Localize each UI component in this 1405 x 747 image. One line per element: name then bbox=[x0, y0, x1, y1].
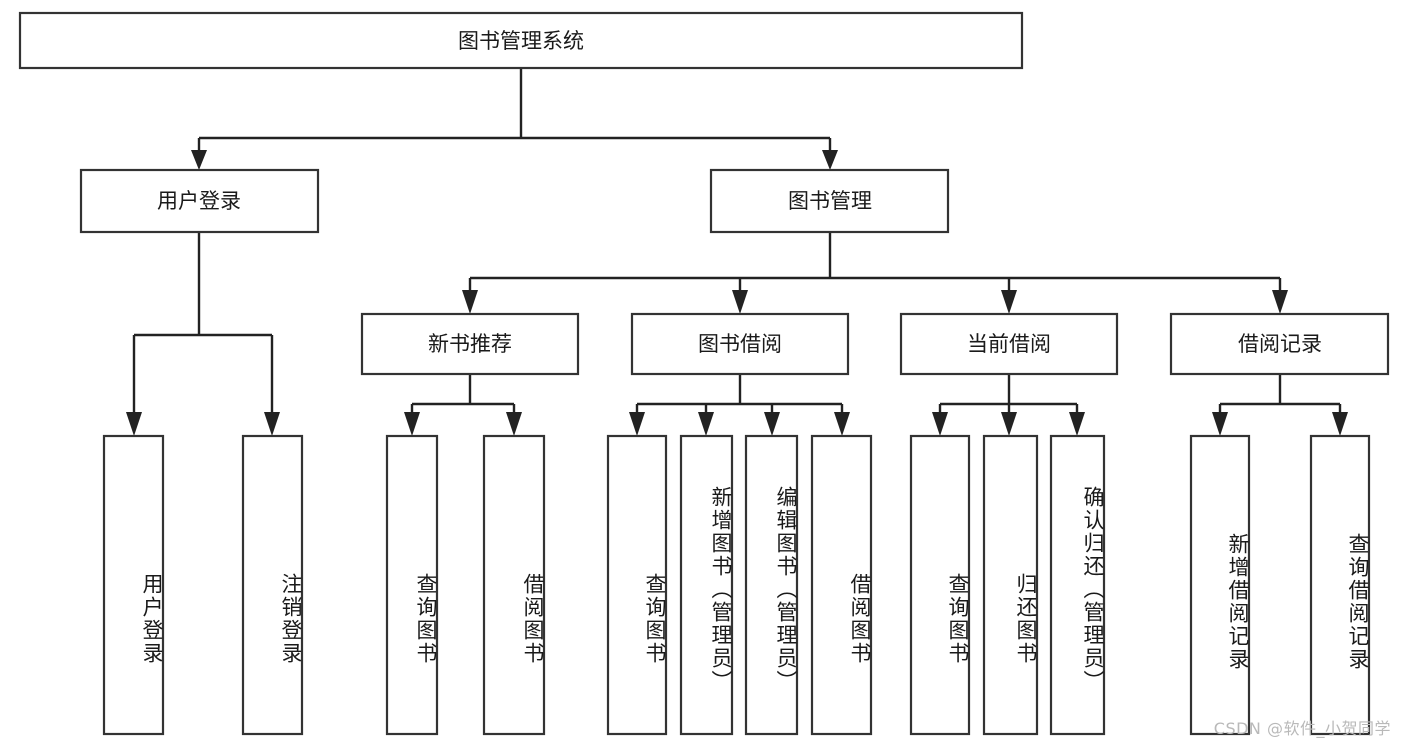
arrow-to-new-book-rec bbox=[462, 290, 478, 314]
node-leaf-return-book[interactable] bbox=[982, 434, 1039, 736]
node-leaf-borrow-book-1[interactable] bbox=[482, 434, 546, 736]
node-book-manage-label: 图书管理 bbox=[788, 189, 872, 213]
arrow-to-leaf-query-book-3 bbox=[932, 412, 948, 436]
node-root[interactable] bbox=[18, 11, 1024, 70]
node-current-borrow[interactable] bbox=[899, 312, 1119, 376]
connector-root-trunk bbox=[197, 68, 832, 152]
arrow-to-leaf-query-book-1 bbox=[404, 412, 420, 436]
node-book-borrow[interactable] bbox=[630, 312, 850, 376]
arrow-to-leaf-query-record bbox=[1332, 412, 1348, 436]
connector-book-borrow-trunk bbox=[635, 374, 844, 416]
arrow-root-to-user-login bbox=[191, 150, 207, 170]
node-current-borrow-label: 当前借阅 bbox=[967, 332, 1051, 356]
node-leaf-query-book-1[interactable] bbox=[385, 434, 439, 736]
arrow-to-leaf-confirm-return bbox=[1069, 412, 1085, 436]
node-leaf-query-book-2[interactable] bbox=[606, 434, 668, 736]
node-book-manage[interactable] bbox=[709, 168, 950, 234]
csdn-watermark: CSDN @软件_小贺同学 bbox=[1213, 719, 1391, 738]
arrow-to-leaf-borrow-book-2 bbox=[834, 412, 850, 436]
node-borrow-record[interactable] bbox=[1169, 312, 1390, 376]
arrow-to-leaf-return-book bbox=[1001, 412, 1017, 436]
connector-user-login-trunk bbox=[132, 232, 274, 416]
arrow-to-leaf-add-book bbox=[698, 412, 714, 436]
arrow-to-leaf-logout bbox=[264, 412, 280, 436]
connector-borrow-record-trunk bbox=[1218, 374, 1342, 416]
node-book-borrow-label: 图书借阅 bbox=[698, 332, 782, 356]
connector-layer bbox=[126, 68, 1348, 436]
arrow-to-current-borrow bbox=[1001, 290, 1017, 314]
arrow-to-book-borrow bbox=[732, 290, 748, 314]
connector-new-book-rec-trunk bbox=[410, 374, 516, 416]
node-leaf-user-login[interactable] bbox=[102, 434, 165, 736]
node-leaf-add-record[interactable] bbox=[1189, 434, 1251, 736]
node-leaf-edit-book[interactable] bbox=[744, 434, 799, 736]
node-layer: 图书管理系统 用户登录 图书管理 新书推荐 图书借阅 当前借阅 借阅记录 bbox=[18, 11, 1390, 736]
node-leaf-query-record[interactable] bbox=[1309, 434, 1371, 736]
node-leaf-query-book-3[interactable] bbox=[909, 434, 971, 736]
connector-book-manage-trunk bbox=[468, 232, 1282, 292]
connector-current-borrow-trunk bbox=[938, 374, 1079, 416]
node-leaf-logout[interactable] bbox=[241, 434, 304, 736]
arrow-to-borrow-record bbox=[1272, 290, 1288, 314]
node-root-label: 图书管理系统 bbox=[458, 29, 584, 53]
arrow-to-leaf-add-record bbox=[1212, 412, 1228, 436]
arrow-root-to-book-manage bbox=[822, 150, 838, 170]
node-new-book-rec-label: 新书推荐 bbox=[428, 332, 512, 356]
arrow-to-leaf-edit-book bbox=[764, 412, 780, 436]
node-borrow-record-label: 借阅记录 bbox=[1238, 332, 1322, 356]
node-user-login-label: 用户登录 bbox=[157, 189, 241, 213]
arrow-to-leaf-user-login bbox=[126, 412, 142, 436]
arrow-to-leaf-query-book-2 bbox=[629, 412, 645, 436]
arrow-to-leaf-borrow-book-1 bbox=[506, 412, 522, 436]
node-leaf-add-book[interactable] bbox=[679, 434, 734, 736]
node-leaf-borrow-book-2[interactable] bbox=[810, 434, 873, 736]
node-new-book-rec[interactable] bbox=[360, 312, 580, 376]
node-leaf-confirm-return[interactable] bbox=[1049, 434, 1106, 736]
node-user-login[interactable] bbox=[79, 168, 320, 234]
